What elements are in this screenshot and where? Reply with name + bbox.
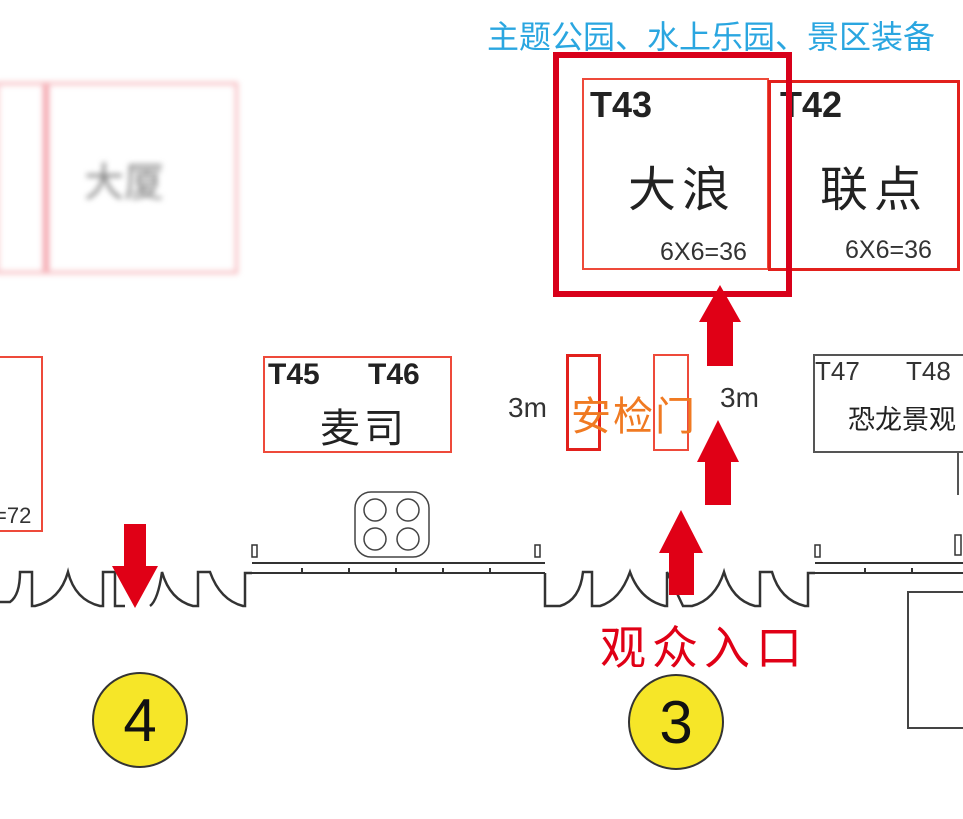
booth-code: T45 [268, 358, 320, 391]
arrow-up-icon [659, 510, 703, 595]
booth-name: 恐龙景观 [848, 405, 956, 436]
gap-label-left: 3m [508, 392, 547, 423]
gate-number: 4 [123, 686, 157, 754]
security-gate-right [653, 354, 689, 451]
booth-code: T46 [368, 358, 420, 391]
gate-number: 3 [659, 688, 693, 756]
booth-t42[interactable] [768, 80, 960, 271]
booth-partial-left[interactable] [0, 356, 43, 532]
entrance-label: 观众入口 [600, 621, 808, 675]
arrow-up-icon [697, 420, 739, 505]
highlight-frame [553, 52, 792, 297]
booth-t47-t48[interactable] [813, 354, 963, 453]
gate-4-badge[interactable]: 4 [92, 672, 188, 768]
gap-label-right: 3m [720, 382, 759, 413]
booth-size: 6X6=36 [845, 236, 932, 264]
booth-size: =72 [0, 503, 32, 528]
security-gate-left [566, 354, 601, 451]
booth-name: 麦司 [320, 406, 408, 452]
room-outline [907, 591, 963, 729]
category-title: 主题公园、水上乐园、景区装备 [487, 18, 936, 56]
blurred-booth-name: 大厦 [84, 160, 164, 206]
round-table-icon [354, 491, 430, 558]
blurred-booth: 大厦 [0, 82, 238, 274]
gate-3-badge[interactable]: 3 [628, 674, 724, 770]
arrow-up-icon [699, 285, 741, 366]
booth-code: T47 [815, 356, 860, 386]
booth-code: T48 [906, 356, 951, 386]
arrow-down-icon [112, 524, 158, 608]
booth-name: 大浪 [628, 162, 737, 218]
security-gate-label: 安检门 [571, 394, 697, 440]
booth-t45-t46[interactable] [263, 356, 452, 453]
booth-name: 联点 [820, 162, 929, 218]
booth-size: 6X6=36 [660, 238, 747, 266]
booth-code: T43 [590, 84, 653, 125]
